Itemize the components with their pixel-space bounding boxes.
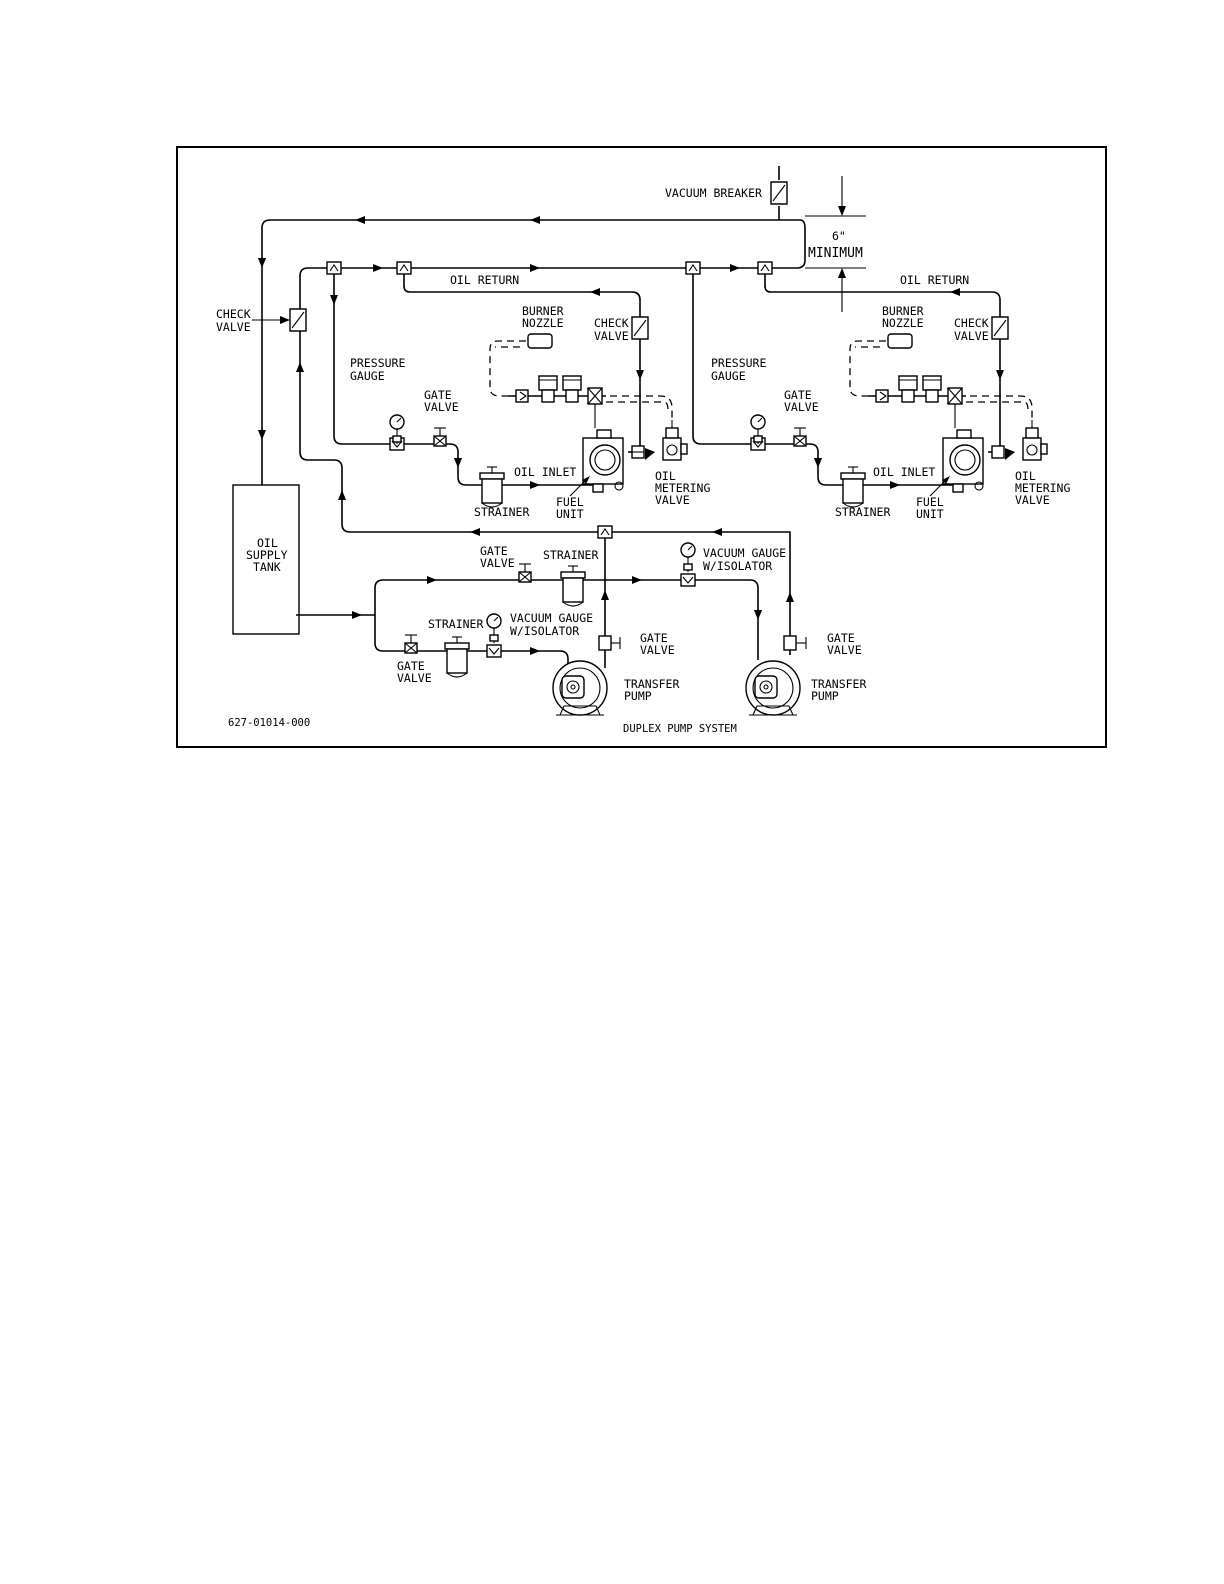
- oil-inlet-label: OIL INLET: [873, 465, 935, 479]
- return-check-valve-icon: [991, 316, 1009, 340]
- solenoid-valve-icon: [922, 375, 942, 403]
- dimension-value: 6": [832, 229, 846, 243]
- oil-return-label: OIL RETURN: [450, 273, 519, 287]
- strainer-icon: [444, 636, 470, 678]
- oil-return-label: OIL RETURN: [900, 273, 969, 287]
- tee-icon: [757, 261, 773, 275]
- tank-label-3: TANK: [253, 560, 281, 574]
- solenoid-valve-icon: [898, 375, 918, 403]
- check-valve-label-1: CHECK: [216, 307, 251, 321]
- union-icon: [680, 573, 696, 587]
- transfer-pump-label-1: TRANSFER: [624, 677, 679, 691]
- return-check-valve-icon: [631, 316, 649, 340]
- tank-label-1: OIL: [257, 536, 278, 550]
- gate-valve-label-2: VALVE: [784, 400, 819, 414]
- fuel-unit-icon: [942, 429, 984, 493]
- gate-valve-label-2: VALVE: [640, 643, 675, 657]
- vacuum-gauge-label-2: W/ISOLATOR: [510, 624, 579, 638]
- union-icon: [486, 644, 502, 658]
- tee-icon: [685, 261, 701, 275]
- fuel-unit-label-2: UNIT: [556, 507, 584, 521]
- vacuum-breaker-label: VACUUM BREAKER: [665, 186, 762, 200]
- diagram-title: DUPLEX PUMP SYSTEM: [623, 723, 737, 735]
- pressure-gauge-label-1: PRESSURE: [711, 356, 766, 370]
- tee-icon: [326, 261, 342, 275]
- fuel-unit-icon: [582, 429, 624, 493]
- vacuum-gauge-icon: [680, 542, 696, 573]
- strainer-icon: [560, 565, 586, 607]
- vacuum-gauge-label-2: W/ISOLATOR: [703, 559, 772, 573]
- tee-icon: [597, 525, 613, 539]
- metering-valve-label-3: VALVE: [1015, 493, 1050, 507]
- vacuum-breaker-icon: [770, 181, 788, 205]
- check-valve-label-2: VALVE: [216, 320, 251, 334]
- tank-label-2: SUPPLY: [246, 548, 288, 562]
- metering-valve-label-2: METERING: [1015, 481, 1070, 495]
- transfer-pump-icon: [552, 660, 608, 716]
- fuel-unit-label-1: FUEL: [916, 495, 944, 509]
- fuel-unit-label-1: FUEL: [556, 495, 584, 509]
- fuel-unit-label-2: UNIT: [916, 507, 944, 521]
- dimension-label: MINIMUM: [808, 246, 863, 261]
- gate-valve-icon: [518, 563, 532, 583]
- burner-nozzle-label-1: BURNER: [882, 304, 924, 318]
- check-valve-icon: [289, 308, 307, 332]
- strainer-label: STRAINER: [835, 505, 890, 519]
- check-valve-label-2: VALVE: [594, 329, 629, 343]
- transfer-pump-label-2: PUMP: [624, 689, 652, 703]
- tee-icon: [396, 261, 412, 275]
- check-valve-label-1: CHECK: [954, 316, 989, 330]
- transfer-pump-icon: [745, 660, 801, 716]
- strainer-label: STRAINER: [474, 505, 529, 519]
- gate-valve-label-1: GATE: [424, 388, 452, 402]
- gate-valve-icon: [793, 427, 807, 447]
- gate-valve-label-1: GATE: [827, 631, 855, 645]
- strainer-icon: [840, 466, 866, 508]
- vacuum-gauge-icon: [486, 613, 502, 644]
- burner-nozzle-label-2: NOZZLE: [882, 316, 924, 330]
- vacuum-gauge-label-1: VACUUM GAUGE: [703, 546, 786, 560]
- burner-nozzle-label-2: NOZZLE: [522, 316, 564, 330]
- transfer-pump-label-1: TRANSFER: [811, 677, 866, 691]
- oil-supply-tank: [232, 484, 300, 635]
- gate-valve-icon: [404, 634, 418, 654]
- strainer-label: STRAINER: [428, 617, 483, 631]
- gate-valve-label-1: GATE: [784, 388, 812, 402]
- transfer-pump-label-2: PUMP: [811, 689, 839, 703]
- gate-valve-label-2: VALVE: [827, 643, 862, 657]
- pressure-gauge-label-2: GAUGE: [350, 369, 385, 383]
- gate-valve-label-2: VALVE: [480, 556, 515, 570]
- vacuum-gauge-label-1: VACUUM GAUGE: [510, 611, 593, 625]
- metering-valve-label-1: OIL: [655, 469, 676, 483]
- solenoid-valve-icon: [562, 375, 582, 403]
- oil-metering-valve-icon: [662, 419, 688, 461]
- gate-valve-label-2: VALVE: [397, 671, 432, 685]
- gate-valve-label-1: GATE: [480, 544, 508, 558]
- supply-header-pipe: [299, 219, 806, 655]
- metering-valve-label-2: METERING: [655, 481, 710, 495]
- pressure-gauge-label-2: GAUGE: [711, 369, 746, 383]
- gate-valve-icon: [433, 427, 447, 447]
- burner-nozzle-label-1: BURNER: [522, 304, 564, 318]
- return-header-pipe: [261, 219, 800, 495]
- gate-valve-label-1: GATE: [640, 631, 668, 645]
- gate-valve-label-1: GATE: [397, 659, 425, 673]
- solenoid-valve-icon: [538, 375, 558, 403]
- strainer-label: STRAINER: [543, 548, 598, 562]
- oil-inlet-label: OIL INLET: [514, 465, 576, 479]
- drawing-number: 627-01014-000: [228, 717, 310, 729]
- metering-valve-label-3: VALVE: [655, 493, 690, 507]
- check-valve-label-2: VALVE: [954, 329, 989, 343]
- oil-metering-valve-icon: [1022, 419, 1048, 461]
- metering-valve-label-1: OIL: [1015, 469, 1036, 483]
- strainer-icon: [479, 466, 505, 508]
- gate-valve-label-2: VALVE: [424, 400, 459, 414]
- pressure-gauge-label-1: PRESSURE: [350, 356, 405, 370]
- drawing-frame: [176, 146, 1107, 748]
- check-valve-label-1: CHECK: [594, 316, 629, 330]
